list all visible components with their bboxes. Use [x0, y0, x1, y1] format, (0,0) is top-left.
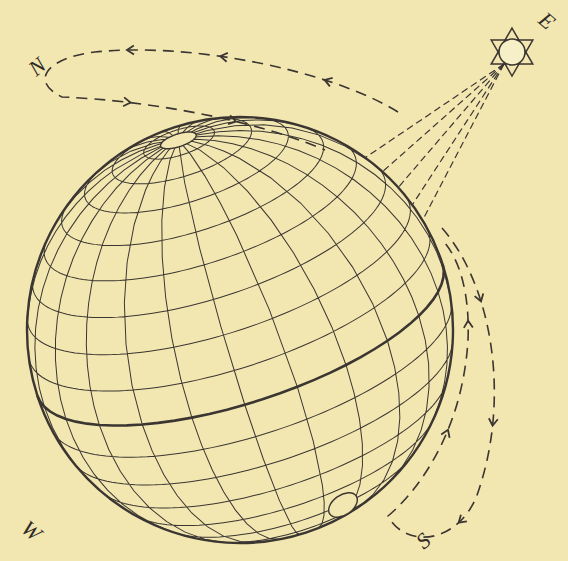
circulation-path — [388, 228, 494, 537]
arrowhead — [464, 321, 473, 328]
sunbeam — [383, 64, 504, 172]
pole-cap — [324, 488, 362, 523]
arrowhead — [475, 293, 486, 302]
arrowhead — [441, 428, 452, 438]
arrowhead — [220, 52, 228, 62]
sun-disc — [499, 39, 525, 65]
arrowhead — [488, 418, 498, 426]
sunbeam — [412, 64, 504, 205]
globe-outline — [0, 62, 508, 561]
graticule — [0, 62, 508, 561]
sunbeam — [398, 64, 504, 187]
sun-ray — [491, 40, 533, 76]
pole-cap — [159, 129, 198, 153]
arrowhead — [323, 76, 332, 87]
arrowhead — [228, 115, 237, 125]
compass-letter: W — [17, 517, 45, 546]
sunbeam — [423, 64, 504, 220]
sun-symbol — [491, 28, 533, 76]
compass-letter: E — [535, 8, 559, 34]
sunbeam — [365, 64, 504, 158]
arrowhead — [127, 45, 134, 54]
circulation-path — [45, 50, 398, 150]
globe — [0, 62, 508, 561]
arrowhead — [123, 97, 131, 107]
sun-ray — [491, 28, 533, 64]
arrowhead — [456, 515, 467, 526]
equator — [37, 264, 465, 465]
compass-letter: S — [412, 529, 435, 553]
